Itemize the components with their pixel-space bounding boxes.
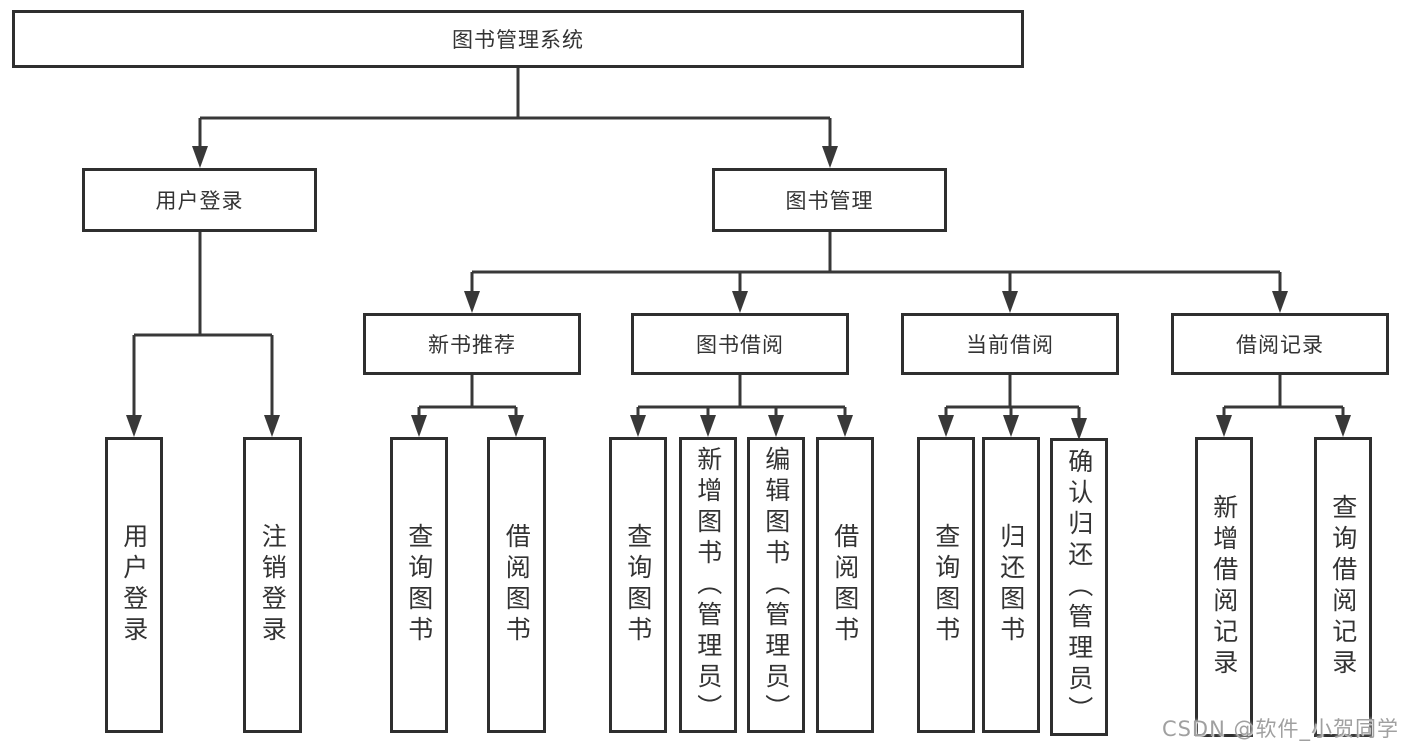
node-label: 确认归还（管理员） bbox=[1064, 447, 1094, 727]
arrowhead-icon bbox=[192, 146, 208, 168]
arrowhead-icon bbox=[1272, 291, 1288, 313]
node-label: 借阅图书 bbox=[830, 523, 860, 647]
leaf-confirm-return-admin: 确认归还（管理员） bbox=[1050, 438, 1108, 736]
arrowhead-icon bbox=[822, 146, 838, 168]
arrowhead-icon bbox=[938, 415, 954, 437]
arrowhead-icon bbox=[700, 415, 716, 437]
node-label: 归还图书 bbox=[996, 523, 1026, 647]
leaf-edit-books-admin: 编辑图书（管理员） bbox=[747, 437, 805, 733]
arrowhead-icon bbox=[1071, 418, 1087, 440]
arrowheads-group bbox=[126, 146, 1351, 440]
leaf-add-books-admin: 新增图书（管理员） bbox=[679, 437, 737, 733]
leaf-query-borrow-record: 查询借阅记录 bbox=[1314, 437, 1372, 737]
leaf-add-borrow-record: 新增借阅记录 bbox=[1195, 437, 1253, 737]
node-label: 借阅记录 bbox=[1236, 333, 1324, 357]
node-label: 新增借阅记录 bbox=[1209, 494, 1239, 680]
node-book-borrow: 图书借阅 bbox=[631, 313, 849, 375]
node-label: 注销登录 bbox=[258, 523, 288, 647]
node-label: 图书管理 bbox=[785, 189, 874, 213]
leaf-query-books-1: 查询图书 bbox=[390, 437, 448, 733]
node-label: 新增图书（管理员） bbox=[693, 445, 723, 725]
arrowhead-icon bbox=[837, 415, 853, 437]
connector-path bbox=[132, 68, 1345, 423]
node-label: 图书管理系统 bbox=[452, 28, 584, 52]
watermark: CSDN @软件_小贺同学 bbox=[1161, 717, 1399, 741]
node-label: 当前借阅 bbox=[966, 333, 1054, 357]
leaf-query-books-2: 查询图书 bbox=[609, 437, 667, 733]
leaf-borrow-books-1: 借阅图书 bbox=[487, 437, 546, 733]
node-label: 用户登录 bbox=[155, 189, 244, 213]
arrowhead-icon bbox=[411, 415, 427, 437]
node-label: 借阅图书 bbox=[502, 523, 532, 647]
arrowhead-icon bbox=[126, 415, 142, 437]
node-label: 查询图书 bbox=[931, 523, 961, 647]
node-new-book-recommend: 新书推荐 bbox=[363, 313, 581, 375]
arrowhead-icon bbox=[1335, 415, 1351, 437]
node-borrow-records: 借阅记录 bbox=[1171, 313, 1389, 375]
arrowhead-icon bbox=[508, 415, 524, 437]
leaf-logout: 注销登录 bbox=[243, 437, 302, 733]
arrowhead-icon bbox=[732, 291, 748, 313]
arrowhead-icon bbox=[264, 415, 280, 437]
arrowhead-icon bbox=[630, 415, 646, 437]
leaf-user-login: 用户登录 bbox=[105, 437, 163, 733]
node-current-borrow: 当前借阅 bbox=[901, 313, 1119, 375]
node-book-management-branch: 图书管理 bbox=[712, 168, 947, 232]
node-label: 用户登录 bbox=[119, 523, 149, 647]
arrowhead-icon bbox=[1002, 291, 1018, 313]
leaf-query-books-3: 查询图书 bbox=[917, 437, 975, 733]
node-label: 查询图书 bbox=[404, 523, 434, 647]
leaf-borrow-books-2: 借阅图书 bbox=[816, 437, 874, 733]
node-label: 查询图书 bbox=[623, 523, 653, 647]
node-label: 新书推荐 bbox=[428, 333, 516, 357]
arrowhead-icon bbox=[464, 291, 480, 313]
arrowhead-icon bbox=[768, 415, 784, 437]
arrowhead-icon bbox=[1216, 415, 1232, 437]
node-label: 图书借阅 bbox=[696, 333, 784, 357]
node-root: 图书管理系统 bbox=[12, 10, 1024, 68]
arrowhead-icon bbox=[1003, 415, 1019, 437]
node-label: 查询借阅记录 bbox=[1328, 494, 1358, 680]
node-label: 编辑图书（管理员） bbox=[761, 445, 791, 725]
leaf-return-books: 归还图书 bbox=[982, 437, 1040, 733]
node-user-login-branch: 用户登录 bbox=[82, 168, 317, 232]
